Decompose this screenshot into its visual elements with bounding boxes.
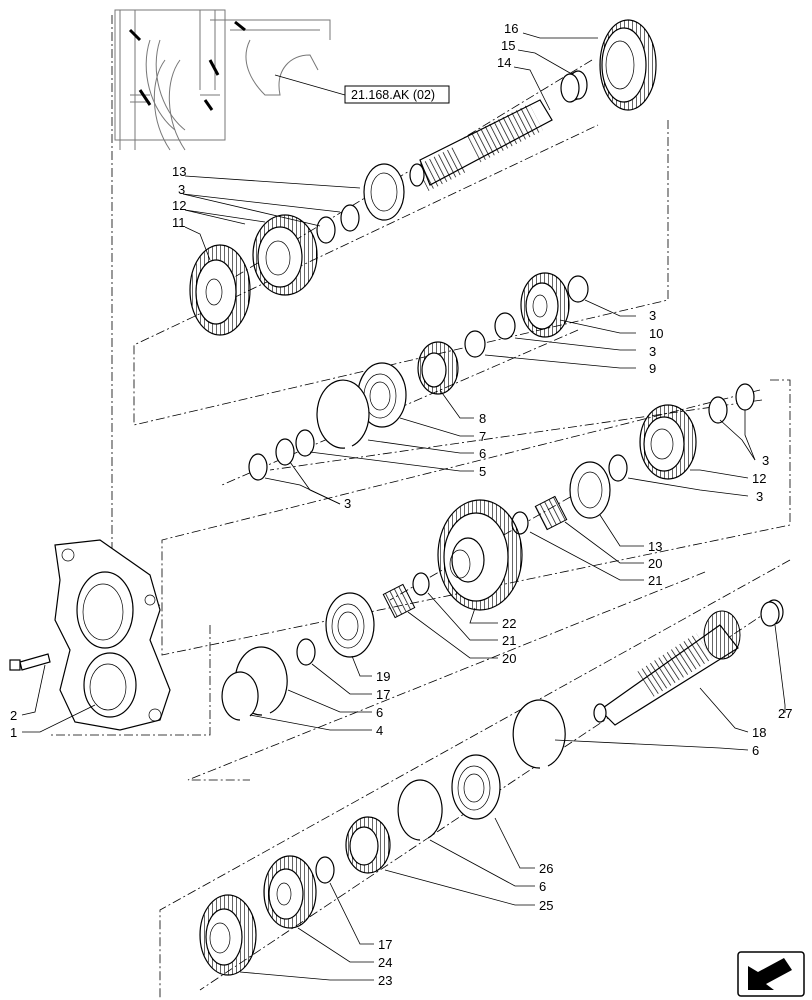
callout-17[interactable]: 17 bbox=[378, 937, 392, 952]
callout-2[interactable]: 2 bbox=[10, 708, 17, 723]
shaft-14 bbox=[409, 99, 553, 192]
callout-6[interactable]: 6 bbox=[479, 446, 486, 461]
circlip-6c bbox=[512, 699, 566, 769]
circlip-4 bbox=[221, 671, 259, 721]
shift-fork-assembly bbox=[114, 9, 331, 151]
callout-20[interactable]: 20 bbox=[648, 556, 662, 571]
callout-3[interactable]: 3 bbox=[756, 489, 763, 504]
thrust-washer-13b bbox=[569, 461, 611, 519]
circlip-6d bbox=[397, 779, 443, 841]
callout-22[interactable]: 22 bbox=[502, 616, 516, 631]
circlip-6 bbox=[316, 379, 370, 449]
gear-25 bbox=[345, 816, 391, 874]
leader-lines bbox=[21, 32, 786, 981]
callout-18[interactable]: 18 bbox=[752, 725, 766, 740]
gear-8 bbox=[417, 341, 459, 395]
callout-4[interactable]: 4 bbox=[376, 723, 383, 738]
snap-ring-3 bbox=[494, 312, 516, 340]
synchronizer-12b bbox=[639, 404, 697, 480]
callout-25[interactable]: 25 bbox=[539, 898, 553, 913]
snap-ring-3 bbox=[275, 438, 295, 466]
callout-21[interactable]: 21 bbox=[502, 633, 516, 648]
callout-16[interactable]: 16 bbox=[504, 21, 518, 36]
callouts: 16 15 14 13 3 12 11 3 10 3 9 8 7 6 5 3 3… bbox=[10, 21, 792, 988]
snap-ring-3 bbox=[608, 454, 628, 482]
callout-11[interactable]: 11 bbox=[172, 215, 186, 230]
reference-box[interactable]: 21.168.AK (02) bbox=[274, 74, 450, 104]
housing-1 bbox=[54, 539, 171, 731]
next-page-arrow-icon[interactable] bbox=[737, 951, 805, 997]
callout-24[interactable]: 24 bbox=[378, 955, 392, 970]
callout-10[interactable]: 10 bbox=[649, 326, 663, 341]
callout-17[interactable]: 17 bbox=[376, 687, 390, 702]
snap-ring-21b bbox=[412, 572, 430, 596]
thrust-washer-13 bbox=[363, 163, 405, 221]
callout-12[interactable]: 12 bbox=[172, 198, 186, 213]
synchronizer-12 bbox=[252, 214, 318, 296]
needle-bearing-20 bbox=[534, 495, 568, 531]
bearing-26 bbox=[451, 754, 501, 820]
snap-ring-3 bbox=[340, 204, 360, 232]
parts bbox=[9, 19, 784, 976]
callout-8[interactable]: 8 bbox=[479, 411, 486, 426]
snap-ring-9 bbox=[464, 330, 486, 358]
callout-6[interactable]: 6 bbox=[752, 743, 759, 758]
gear-16 bbox=[599, 19, 657, 111]
callout-7[interactable]: 7 bbox=[479, 429, 486, 444]
gear-11 bbox=[189, 244, 251, 336]
snap-ring-5 bbox=[295, 429, 315, 457]
gear-23 bbox=[199, 894, 257, 976]
callout-27[interactable]: 27 bbox=[778, 706, 792, 721]
shaft-18 bbox=[593, 610, 741, 726]
needle-bearing-15 bbox=[560, 70, 588, 103]
assembly-guide-lines bbox=[50, 15, 791, 1000]
needle-bearing-20b bbox=[382, 583, 416, 619]
callout-13[interactable]: 13 bbox=[172, 164, 186, 179]
snap-ring-17b bbox=[315, 856, 335, 884]
callout-23[interactable]: 23 bbox=[378, 973, 392, 988]
snap-ring-3 bbox=[567, 275, 589, 303]
callout-9[interactable]: 9 bbox=[649, 361, 656, 376]
bushing-27 bbox=[760, 599, 784, 627]
snap-ring-3 bbox=[735, 383, 755, 411]
callout-26[interactable]: 26 bbox=[539, 861, 553, 876]
bolt-2 bbox=[9, 653, 51, 671]
callout-3[interactable]: 3 bbox=[649, 308, 656, 323]
callout-21[interactable]: 21 bbox=[648, 573, 662, 588]
callout-14[interactable]: 14 bbox=[497, 55, 511, 70]
gear-22 bbox=[437, 499, 523, 611]
callout-20[interactable]: 20 bbox=[502, 651, 516, 666]
callout-6[interactable]: 6 bbox=[376, 705, 383, 720]
callout-3[interactable]: 3 bbox=[344, 496, 351, 511]
snap-ring-3 bbox=[708, 396, 728, 424]
callout-3[interactable]: 3 bbox=[762, 453, 769, 468]
callout-6[interactable]: 6 bbox=[539, 879, 546, 894]
callout-13[interactable]: 13 bbox=[648, 539, 662, 554]
snap-ring-3 bbox=[248, 453, 268, 481]
gear-24 bbox=[263, 855, 317, 929]
snap-ring-3 bbox=[316, 216, 336, 244]
callout-19[interactable]: 19 bbox=[376, 669, 390, 684]
snap-ring-17 bbox=[296, 638, 316, 666]
reference-label: 21.168.AK (02) bbox=[351, 88, 435, 102]
callout-15[interactable]: 15 bbox=[501, 38, 515, 53]
callout-1[interactable]: 1 bbox=[10, 725, 17, 740]
callout-5[interactable]: 5 bbox=[479, 464, 486, 479]
callout-12[interactable]: 12 bbox=[752, 471, 766, 486]
gear-10 bbox=[520, 272, 570, 338]
bearing-19 bbox=[325, 592, 375, 658]
callout-3[interactable]: 3 bbox=[178, 182, 185, 197]
callout-3[interactable]: 3 bbox=[649, 344, 656, 359]
